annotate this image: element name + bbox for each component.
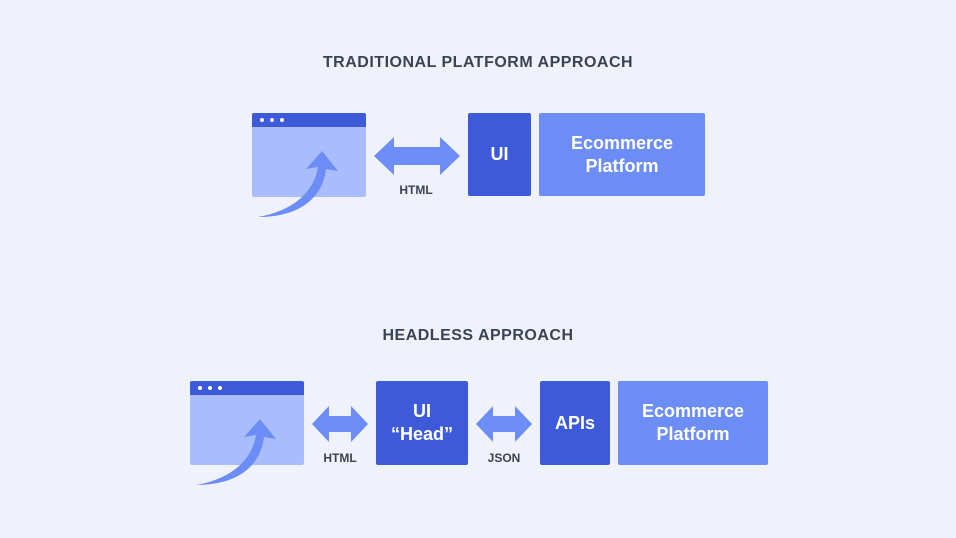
headless-approach-title: HEADLESS APPROACH [382,327,574,344]
ui-head-box: UI “Head” [376,381,468,465]
platform-line2: Platform [656,424,730,444]
double-headed-arrow-icon [476,406,532,442]
ui-head-line1: UI [413,401,431,421]
browser-dot [270,118,274,122]
ui-label: UI [490,144,509,164]
ecommerce-platform-box: Ecommerce Platform [539,113,705,196]
browser-window-icon [190,381,304,485]
double-headed-arrow-icon [312,406,368,442]
browser-titlebar [252,113,366,127]
apis-label: APIs [554,412,596,433]
double-headed-arrow-icon [374,137,460,175]
browser-window-icon [252,113,366,217]
traditional-approach-title: TRADITIONAL PLATFORM APPROACH [322,54,634,71]
platform-line1: Ecommerce [641,401,745,421]
apis-box: APIs [540,381,610,465]
platform-line2: Platform [585,155,659,176]
html-arrow-label: HTML [323,451,357,465]
browser-titlebar [190,381,304,395]
ui-box: UI [468,113,531,196]
browser-dot [280,118,284,122]
browser-dot [260,118,264,122]
ui-head-line2: “Head” [390,424,453,444]
curved-arrow-icon [196,419,276,485]
html-arrow-label: HTML [399,183,433,197]
json-arrow-label: JSON [487,451,521,465]
platform-line1: Ecommerce [570,132,674,153]
browser-dot [218,386,222,390]
browser-dot [208,386,212,390]
ecommerce-platform-box: Ecommerce Platform [618,381,768,465]
curved-arrow-icon [258,151,338,217]
browser-dot [198,386,202,390]
